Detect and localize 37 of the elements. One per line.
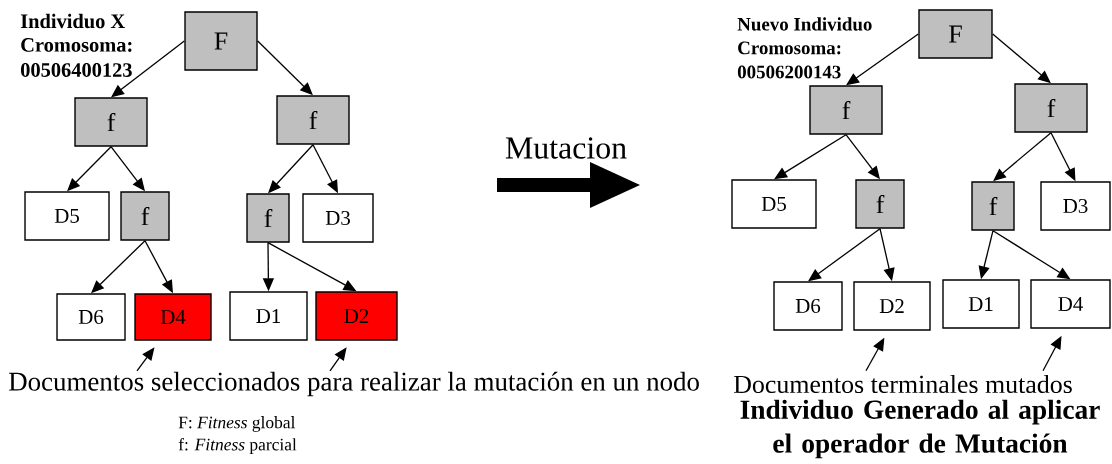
document-box: D4 — [134, 293, 212, 341]
arrow — [774, 134, 847, 180]
chromosome-code: 00506200143 — [737, 65, 841, 79]
function-box: f — [971, 181, 1015, 231]
document-box: D5 — [731, 179, 817, 229]
document-box: D2 — [315, 291, 398, 341]
function-box: f — [1014, 83, 1088, 133]
heading: Nuevo Individuo — [737, 17, 872, 31]
document-box: D4 — [1030, 279, 1111, 329]
document-box: D1 — [942, 279, 1020, 329]
function-box: f — [855, 179, 905, 229]
arrow — [329, 347, 347, 372]
legend-text: f: Fitness parcial — [178, 438, 297, 454]
function-box: f — [276, 95, 350, 145]
document-box: D2 — [853, 281, 931, 331]
document-box: D3 — [302, 193, 374, 243]
legend-text: F: Fitness global — [178, 416, 296, 432]
caption: Individuo Generado al aplicar el operador de Mutación — [740, 399, 1100, 459]
document-box: D1 — [229, 291, 308, 341]
function-box: f — [809, 85, 883, 135]
function-box: f — [246, 193, 290, 243]
document-box: D6 — [773, 281, 843, 331]
heading: Individuo X — [20, 13, 125, 29]
function-box: f — [74, 97, 148, 147]
caption: Documentos seleccionados para realizar la mutación en un nodo — [9, 371, 699, 397]
document-box: D3 — [1040, 181, 1111, 231]
caption: Documentos terminales mutados — [733, 374, 1072, 394]
function-box: F — [184, 11, 258, 71]
function-box: F — [918, 9, 993, 59]
heading: Cromosoma: — [738, 41, 841, 55]
document-box: D6 — [56, 293, 126, 341]
document-box: D5 — [24, 191, 110, 241]
arrow — [136, 347, 155, 372]
arrow-label: Mutacion — [505, 137, 627, 159]
heading: Cromosoma: — [21, 38, 132, 52]
chromosome-code: 00506400123 — [21, 63, 132, 77]
function-box: f — [120, 191, 170, 241]
